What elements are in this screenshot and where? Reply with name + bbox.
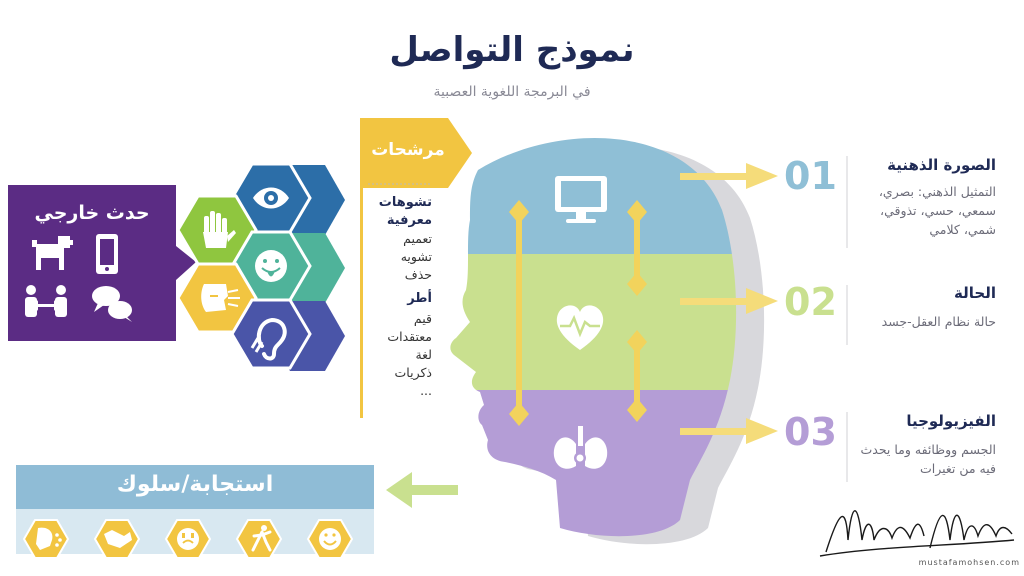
filters-banner — [360, 118, 472, 418]
crying-icon — [177, 528, 199, 550]
lungs-icon — [553, 426, 608, 469]
signature-site: mustafamohsen.com — [918, 558, 1020, 567]
external-event-title: حدث خارجي — [34, 202, 150, 224]
signature-scribble — [819, 510, 1015, 557]
output-number-1: 01 — [784, 154, 837, 198]
output-desc-3: الجسم ووظائفه وما يحدث فيه من تغيرات — [860, 442, 997, 476]
page-subtitle: في البرمجة اللغوية العصبية — [433, 84, 591, 100]
monitor-icon — [555, 176, 607, 223]
output-desc-2: حالة نظام العقل-جسد — [881, 314, 996, 329]
handshake-icon — [104, 530, 132, 548]
phone-icon — [96, 234, 118, 274]
filter-heading: أطر — [407, 291, 432, 306]
hex-hear — [230, 298, 312, 370]
taste-icon — [255, 250, 287, 282]
response-panel — [16, 465, 374, 554]
output-title-2: الحالة — [954, 284, 996, 302]
output-number-2: 02 — [784, 280, 837, 324]
filter-item: ذكريات — [394, 365, 432, 380]
smile-icon — [319, 528, 341, 550]
filter-item: تشويه — [400, 249, 432, 264]
speaking-icon — [36, 527, 62, 550]
filter-heading: تشوهات معرفية — [378, 195, 432, 228]
heart-icon — [556, 305, 604, 350]
hand-icon — [203, 211, 236, 248]
dog-icon — [32, 236, 73, 270]
output-title-3: الفيزيولوجيا — [906, 412, 996, 430]
output-arrows — [680, 163, 778, 444]
chat-icon — [92, 286, 132, 322]
hearing-icon — [250, 317, 287, 361]
output-number-3: 03 — [784, 410, 837, 454]
filter-item: حذف — [404, 267, 432, 282]
output-desc-1: التمثيل الذهني: بصري، سمعي، حسي، تذوقي، … — [878, 184, 996, 237]
filters-title: مرشحات — [371, 140, 445, 160]
internal-arrows — [509, 200, 647, 426]
running-icon — [251, 525, 272, 552]
filter-item: معتقدات — [387, 329, 432, 344]
page-title: نموذج التواصل — [389, 30, 635, 70]
eye-icon — [253, 187, 289, 209]
filters-list: تشوهات معرفية تعميم تشويه حذف أطر قيم مع… — [362, 194, 432, 400]
output-title-1: الصورة الذهنية — [887, 156, 996, 174]
people-icon — [25, 285, 67, 317]
filter-item: قيم — [413, 311, 432, 326]
filter-item: ... — [420, 383, 432, 398]
filter-item: لغة — [415, 347, 432, 362]
filter-item: تعميم — [403, 231, 432, 246]
response-arrow — [386, 472, 458, 508]
response-title: استجابة/سلوك — [116, 472, 274, 497]
smell-icon — [201, 284, 240, 312]
